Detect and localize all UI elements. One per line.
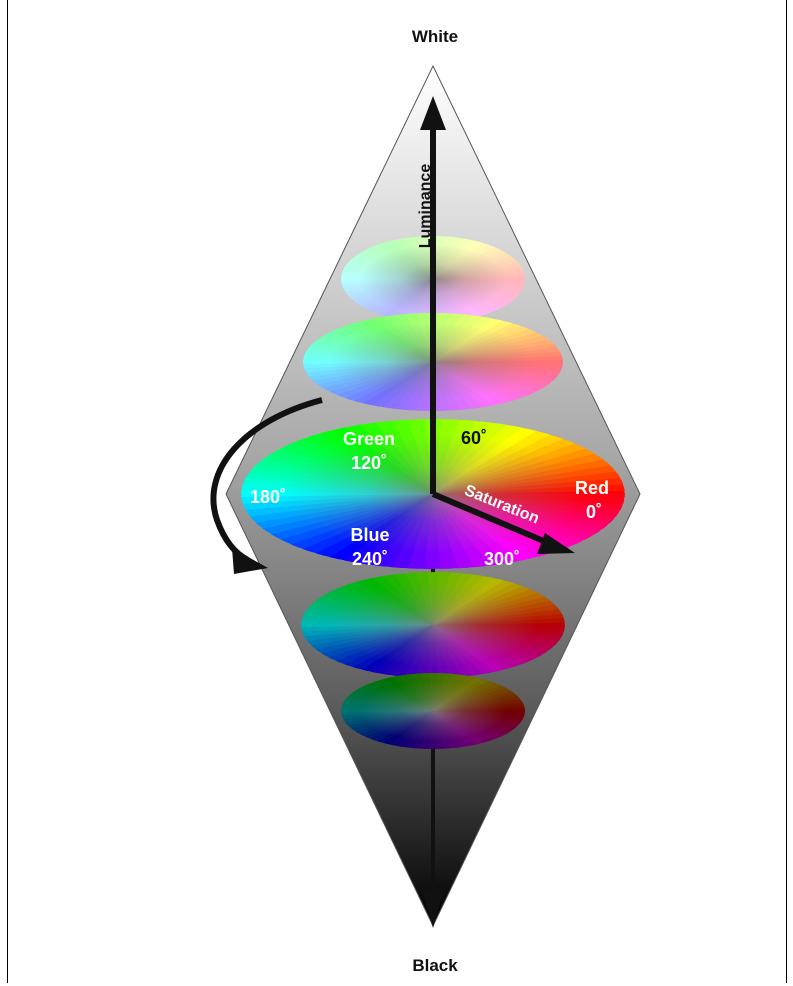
green-name-label: Green — [343, 429, 395, 449]
white-label: White — [412, 27, 458, 46]
blue-degree-label: 240˚ — [352, 549, 388, 569]
saturation-arrowhead — [537, 533, 575, 554]
hue-disc-stack — [241, 236, 625, 749]
figure-frame — [7, 0, 787, 983]
blue-name-label: Blue — [350, 525, 389, 545]
luminance-label: Luminance — [417, 164, 434, 249]
hue-disc-center-shade — [341, 673, 525, 749]
green-degree-label: 120˚ — [351, 453, 387, 473]
hue-disc — [241, 419, 625, 569]
three-hundred-degree-label: 300˚ — [484, 549, 520, 569]
sixty-degree-label: 60˚ — [461, 428, 487, 448]
hue-disc-center-shade — [301, 572, 565, 678]
hue-disc — [301, 572, 565, 678]
one-eighty-degree-label: 180˚ — [250, 487, 286, 507]
red-degree-label: 0˚ — [586, 502, 602, 522]
saturation-arrow-line — [431, 491, 555, 548]
black-label: Black — [412, 956, 458, 975]
hue-arrowhead — [232, 548, 268, 574]
luminance-axis-bottom-arrowhead — [422, 890, 444, 928]
luminance-axis-top-arrowhead — [420, 96, 446, 130]
red-name-label: Red — [575, 478, 609, 498]
hue-disc — [341, 673, 525, 749]
